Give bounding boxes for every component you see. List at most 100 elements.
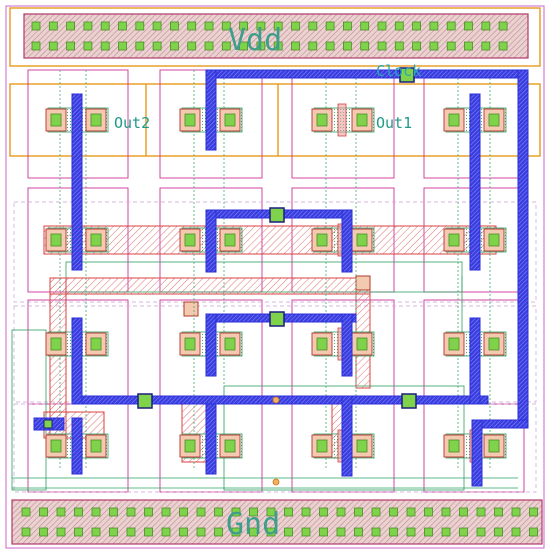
rail-contact	[494, 527, 503, 537]
rail-contact	[342, 21, 352, 31]
rail-contact	[214, 507, 223, 517]
rail-contact	[441, 507, 451, 517]
rail-contact	[152, 21, 162, 31]
rail-contact	[325, 21, 335, 31]
rail-contact	[39, 507, 48, 517]
rail-contact	[284, 527, 293, 537]
rail-contact	[406, 527, 416, 537]
poly-regions	[43, 225, 497, 463]
rail-contact	[266, 507, 276, 517]
gnd-label: Gnd	[226, 507, 280, 542]
rail-contact	[135, 41, 145, 51]
rail-contact	[394, 41, 404, 51]
rail-contact	[511, 507, 521, 517]
rail-contact	[48, 41, 58, 51]
rail-contact	[529, 527, 538, 537]
rail-contact	[221, 21, 231, 31]
rail-contact	[394, 21, 404, 31]
rail-contact	[429, 41, 439, 51]
rail-contact	[239, 41, 249, 51]
rail-contact	[118, 21, 127, 31]
rail-contact	[83, 21, 93, 31]
rail-contact	[342, 41, 352, 51]
rail-contact	[291, 21, 300, 31]
rail-contact	[21, 507, 31, 517]
rail-contact	[424, 527, 433, 537]
transistor	[179, 327, 243, 361]
vdd-rail: Vdd	[23, 13, 529, 59]
rail-contact	[319, 507, 328, 517]
rail-contact	[308, 41, 318, 51]
rail-contact	[389, 527, 398, 537]
rail-contact	[100, 41, 110, 51]
rail-contact	[284, 507, 293, 517]
rail-contact	[389, 507, 398, 517]
rail-contact	[161, 527, 171, 537]
vdd-label: Vdd	[228, 23, 282, 58]
rail-contact	[441, 527, 451, 537]
rail-contact	[464, 21, 473, 31]
rail-contact	[377, 21, 387, 31]
rail-contact	[308, 21, 318, 31]
rail-contact	[221, 41, 231, 51]
rail-contact	[319, 527, 328, 537]
rail-contact	[48, 21, 58, 31]
rail-contact	[354, 527, 363, 537]
rail-contact	[91, 527, 101, 537]
rail-contact	[83, 41, 93, 51]
rail-contact	[74, 527, 83, 537]
rail-contact	[169, 41, 179, 51]
rail-contact	[266, 527, 276, 537]
rail-contact	[446, 21, 456, 31]
rail-contact	[214, 527, 223, 537]
rail-contact	[66, 41, 75, 51]
rail-contact	[511, 527, 521, 537]
rail-contact	[377, 41, 387, 51]
rail-contact	[196, 527, 206, 537]
clock-label: Clock	[376, 62, 421, 80]
rail-contact	[412, 21, 422, 31]
rail-contact	[31, 41, 41, 51]
rail-contact	[187, 41, 197, 51]
poly-contacts	[183, 275, 371, 317]
rail-contact	[109, 527, 118, 537]
rail-contact	[529, 507, 538, 517]
rail-contact	[31, 21, 41, 31]
rail-contact	[239, 21, 249, 31]
rail-contact	[336, 527, 346, 537]
cell-outline	[5, 5, 545, 549]
gnd-contacts	[21, 507, 538, 537]
out2-label: Out2	[114, 114, 150, 132]
rail-contact	[256, 21, 266, 31]
markers	[272, 396, 280, 486]
rail-contact	[256, 41, 266, 51]
rail-contact	[325, 41, 335, 51]
rail-contact	[481, 21, 491, 31]
rail-contact	[476, 507, 486, 517]
transistor	[311, 103, 375, 137]
rail-contact	[66, 21, 75, 31]
rail-contact	[56, 507, 66, 517]
rail-contact	[249, 527, 258, 537]
rail-contact	[109, 507, 118, 517]
rail-contact	[371, 527, 381, 537]
metal2-vias	[137, 67, 417, 409]
rail-contact	[144, 527, 153, 537]
gnd-rail: Gnd	[11, 499, 543, 545]
rail-contact	[179, 507, 188, 517]
nwell	[9, 7, 541, 157]
rail-contact	[56, 527, 66, 537]
rail-contact	[273, 21, 283, 31]
rail-contact	[231, 527, 241, 537]
rail-contact	[204, 41, 214, 51]
rail-contact	[204, 21, 214, 31]
rail-contact	[152, 41, 162, 51]
rail-contact	[354, 507, 363, 517]
rail-contact	[494, 507, 503, 517]
rail-contact	[459, 507, 468, 517]
rail-contact	[74, 507, 83, 517]
rail-contact	[336, 507, 346, 517]
rail-contact	[39, 527, 48, 537]
rail-contact	[249, 507, 258, 517]
rail-contact	[100, 21, 110, 31]
